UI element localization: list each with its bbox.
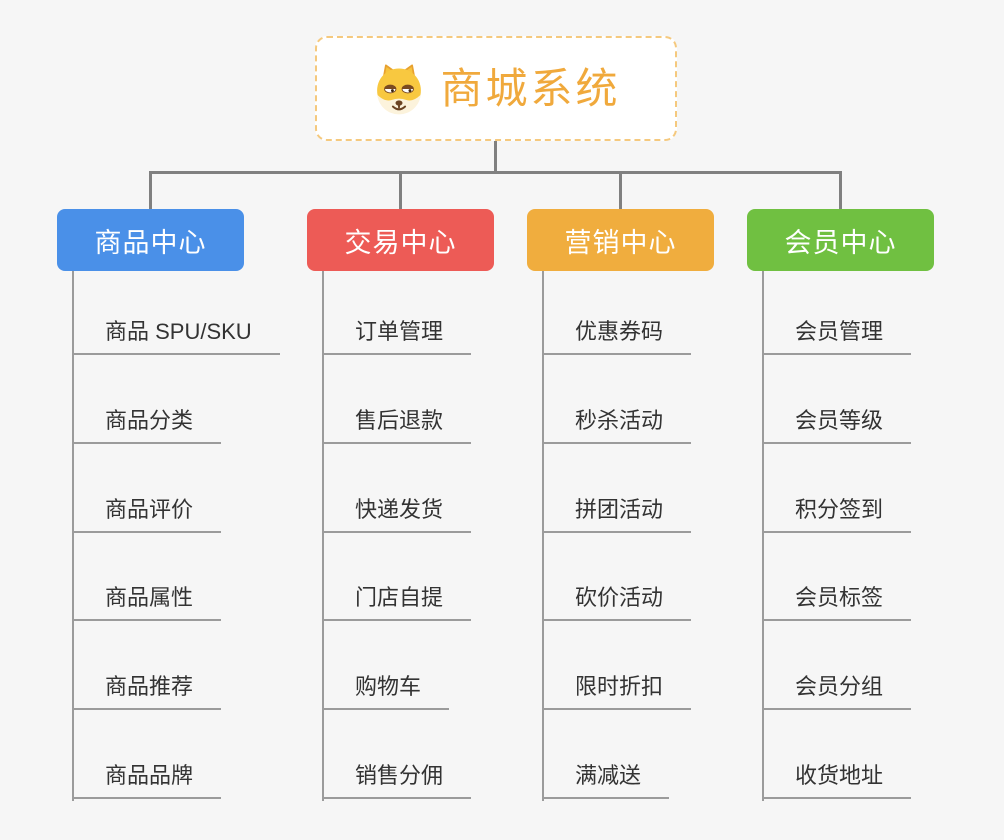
branch-node-members[interactable]: 会员中心: [747, 209, 934, 271]
leaf-item[interactable]: 限时折扣: [542, 670, 692, 710]
leaf-item[interactable]: 商品 SPU/SKU: [72, 315, 280, 355]
leaf-item[interactable]: 购物车: [322, 670, 450, 710]
leaf-item[interactable]: 会员分组: [762, 670, 912, 710]
connector-drop-members: [839, 171, 842, 210]
branch-node-products[interactable]: 商品中心: [57, 209, 244, 271]
leaf-item[interactable]: 会员标签: [762, 581, 912, 621]
leaf-item[interactable]: 商品属性: [72, 581, 222, 621]
connector-drop-marketing: [619, 171, 622, 210]
leaf-item[interactable]: 满减送: [542, 759, 670, 799]
branch-node-trade[interactable]: 交易中心: [307, 209, 494, 271]
children-spine-products: [72, 271, 74, 801]
branch-label: 会员中心: [784, 227, 897, 258]
leaf-item[interactable]: 砍价活动: [542, 581, 692, 621]
leaf-item[interactable]: 订单管理: [322, 315, 472, 355]
dog-face-icon: [377, 64, 422, 114]
connector-drop-products: [149, 171, 152, 210]
leaf-item[interactable]: 优惠券码: [542, 315, 692, 355]
leaf-item[interactable]: 商品品牌: [72, 759, 222, 799]
leaf-item[interactable]: 会员管理: [762, 315, 912, 355]
connector-horizontal-bar: [149, 171, 842, 174]
branch-node-marketing[interactable]: 营销中心: [527, 209, 714, 271]
children-spine-marketing: [542, 271, 544, 801]
leaf-item[interactable]: 收货地址: [762, 759, 912, 799]
leaf-item[interactable]: 商品分类: [72, 404, 222, 444]
children-spine-trade: [322, 271, 324, 801]
root-title: 商城系统: [440, 64, 621, 112]
branch-label: 营销中心: [564, 227, 677, 258]
leaf-item[interactable]: 门店自提: [322, 581, 472, 621]
branch-label: 交易中心: [344, 227, 457, 258]
leaf-item[interactable]: 商品评价: [72, 493, 222, 533]
branch-label: 商品中心: [94, 227, 207, 258]
leaf-item[interactable]: 秒杀活动: [542, 404, 692, 444]
leaf-item[interactable]: 销售分佣: [322, 759, 472, 799]
children-spine-members: [762, 271, 764, 801]
leaf-item[interactable]: 拼团活动: [542, 493, 692, 533]
leaf-item[interactable]: 售后退款: [322, 404, 472, 444]
leaf-item[interactable]: 会员等级: [762, 404, 912, 444]
root-node[interactable]: 商城系统: [315, 36, 677, 141]
connector-root-stub: [494, 140, 497, 173]
leaf-item[interactable]: 快递发货: [322, 493, 472, 533]
connector-drop-trade: [399, 171, 402, 210]
leaf-item[interactable]: 积分签到: [762, 493, 912, 533]
leaf-item[interactable]: 商品推荐: [72, 670, 222, 710]
